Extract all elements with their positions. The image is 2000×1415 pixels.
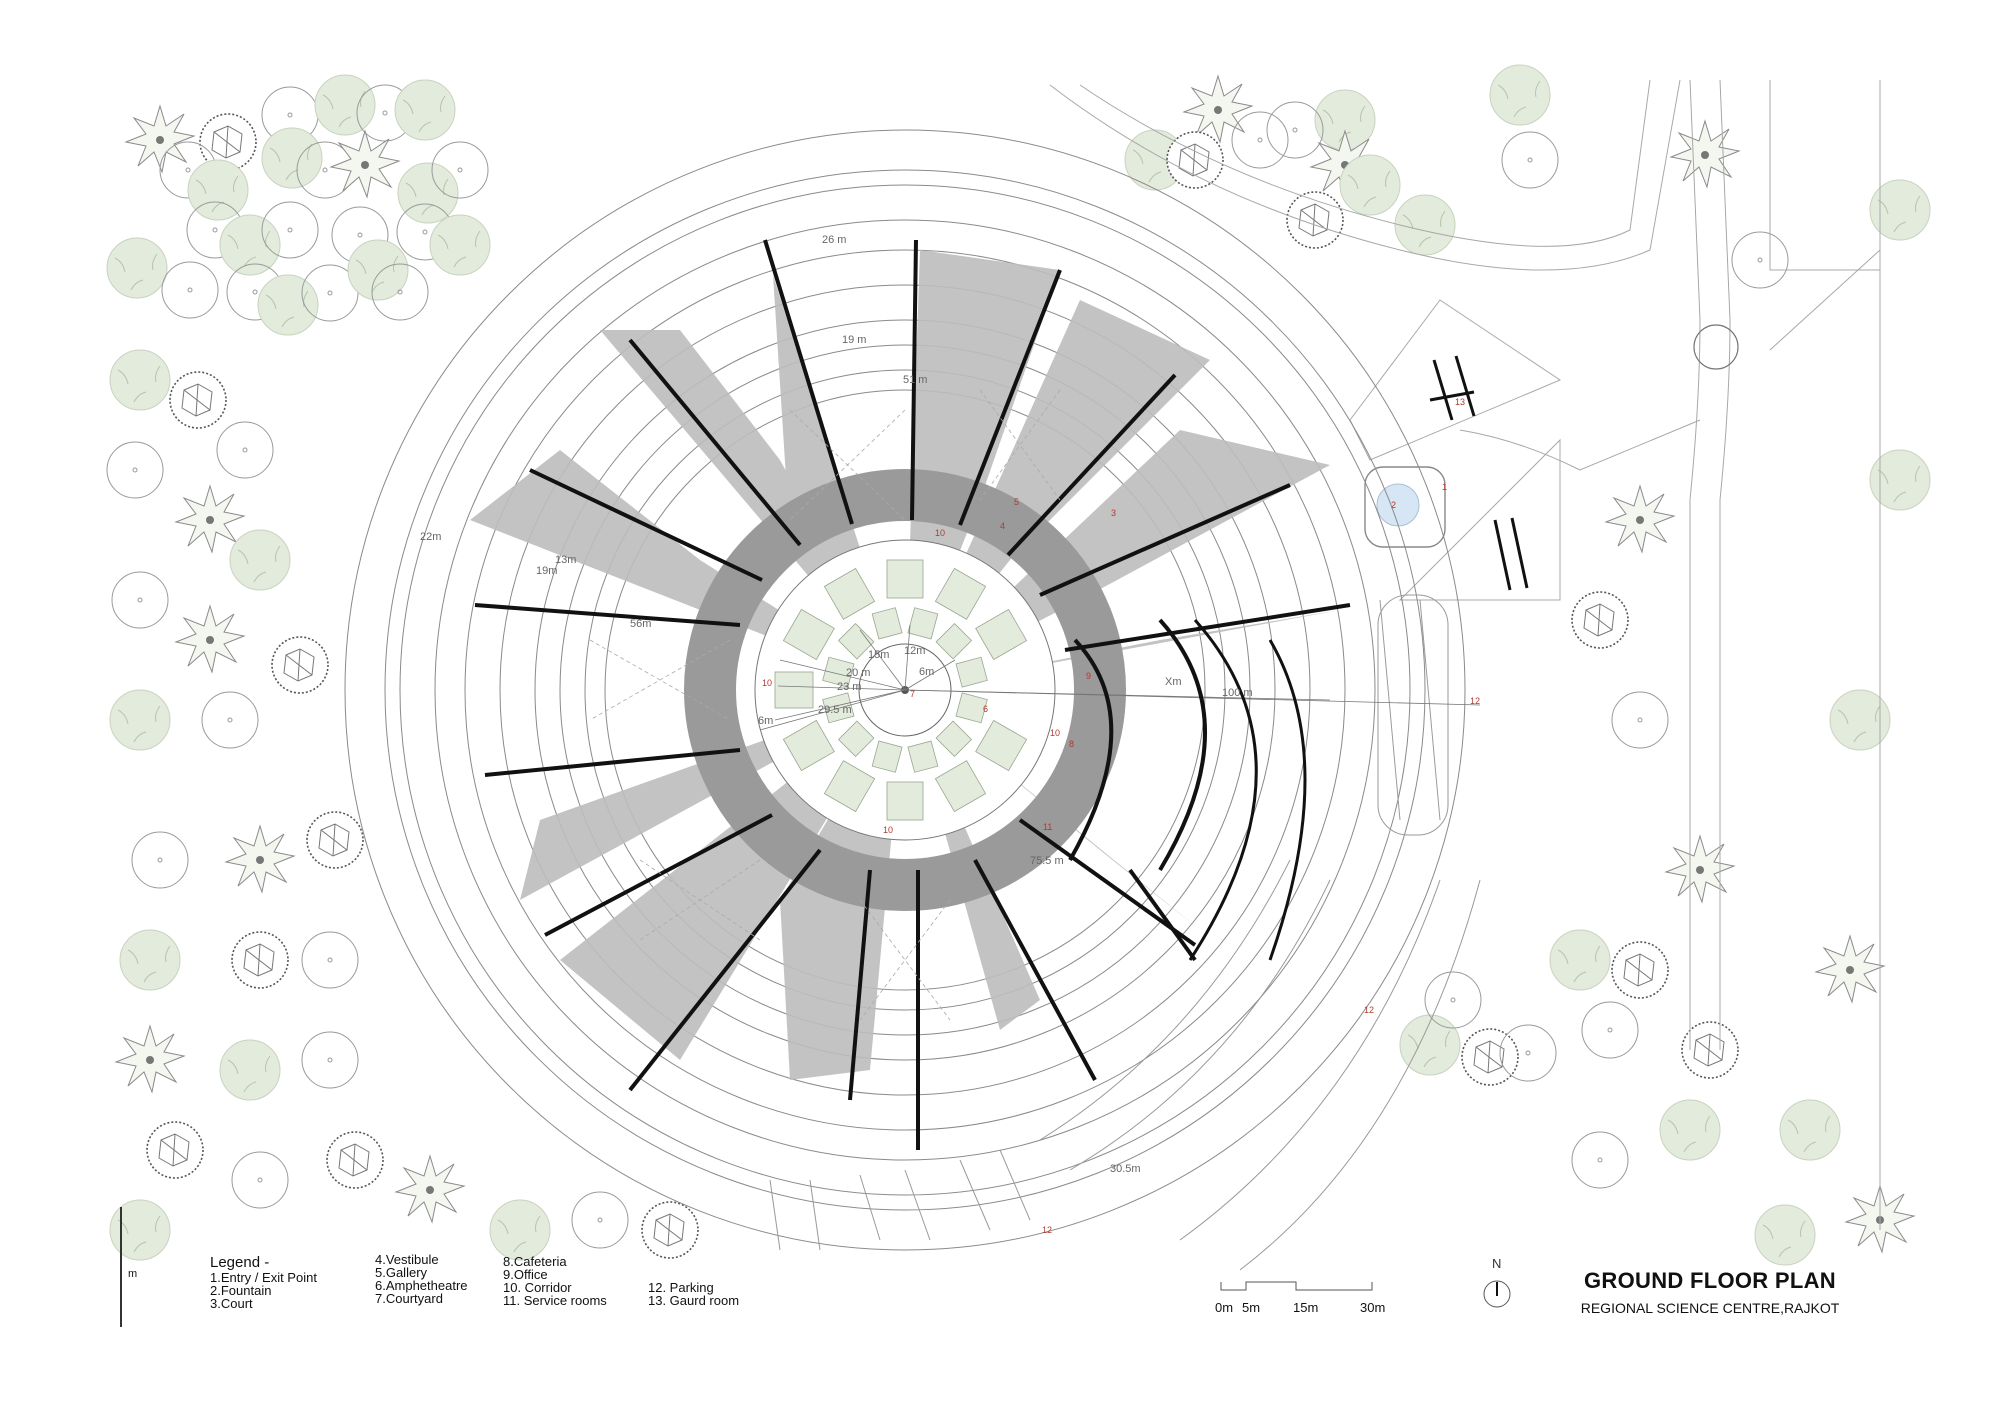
tag-fountain: 2	[1391, 500, 1396, 510]
dimension-22m: 22m	[420, 531, 441, 543]
tag-courtyard: 7	[910, 689, 915, 699]
drawing-subtitle: REGIONAL SCIENCE CENTRE,RAJKOT	[1580, 1300, 1840, 1316]
legend-heading: Legend -	[210, 1254, 270, 1271]
legend-item: 2.Fountain	[210, 1283, 272, 1298]
legend-item: 4.Vestibule	[375, 1252, 439, 1267]
compass-icon	[1483, 1280, 1511, 1308]
dimension-51m: 51 m	[903, 374, 927, 386]
dimension-100m: 100 m	[1222, 687, 1253, 699]
section-marker-line	[120, 1207, 122, 1327]
dimension-19m-top: 19 m	[842, 334, 866, 346]
legend-item: 1.Entry / Exit Point	[210, 1270, 317, 1285]
section-marker-label: m	[128, 1268, 138, 1280]
legend-item: 6.Amphetheatre	[375, 1278, 468, 1293]
tag-office: 9	[1086, 671, 1091, 681]
tag-corridor-right: 10	[1050, 728, 1060, 738]
tag-parking-se: 12	[1364, 1005, 1374, 1015]
tag-cafeteria: 8	[1069, 739, 1074, 749]
drawing-title: GROUND FLOOR PLAN	[1584, 1268, 1836, 1293]
north-label: N	[1492, 1256, 1502, 1271]
radial-walls	[474, 239, 1351, 1150]
scale-label-30: 30m	[1360, 1300, 1386, 1315]
tag-court: 3	[1111, 508, 1116, 518]
title-block: GROUND FLOOR PLAN REGIONAL SCIENCE CENTR…	[1540, 1268, 1880, 1316]
dimension-6m-outer: 6m	[758, 715, 773, 727]
scale-label-5: 5m	[1242, 1300, 1261, 1315]
legend-column-3: 8.Cafeteria 9.Office 10. Corridor 11. Se…	[503, 1255, 607, 1307]
tag-entry: 1	[1442, 482, 1447, 492]
legend-column-1: Legend - 1.Entry / Exit Point 2.Fountain…	[210, 1255, 317, 1310]
tag-parking-south: 12	[1042, 1225, 1052, 1235]
dimension-26m: 26 m	[822, 234, 846, 246]
legend-item: 13. Gaurd room	[648, 1293, 740, 1308]
legend-column-2: 4.Vestibule 5.Gallery 6.Amphetheatre 7.C…	[375, 1253, 468, 1305]
dimension-19m-left: 19m	[536, 565, 557, 577]
east-wing	[1068, 618, 1307, 962]
site-arcs	[344, 129, 1466, 1251]
scale-label-0: 0m	[1215, 1300, 1234, 1315]
parking-bays	[769, 594, 1481, 1271]
legend-item: 5.Gallery	[375, 1265, 428, 1280]
dimension-15m: 15m	[868, 649, 889, 661]
tag-corridor-left: 10	[762, 678, 772, 688]
courtyard-planters	[774, 559, 1028, 821]
dimension-29-5m: 29.5 m	[818, 704, 852, 716]
guard-room-south	[1493, 517, 1529, 591]
dimension-6m-inner: 6m	[919, 666, 934, 678]
north-arrow: N	[1478, 1256, 1518, 1316]
tag-corridor-bottom: 10	[883, 825, 893, 835]
legend-item: 8.Cafeteria	[503, 1254, 567, 1269]
dimension-12m: 12m	[904, 645, 925, 657]
legend-item: 3.Court	[210, 1296, 253, 1311]
tag-gallery: 5	[1014, 497, 1019, 507]
legend: Legend - 1.Entry / Exit Point 2.Fountain…	[120, 1253, 840, 1325]
dimension-13m: 13m	[555, 554, 576, 566]
legend-item: 11. Service rooms	[503, 1293, 607, 1308]
tag-vestibule: 4	[1000, 521, 1005, 531]
dimension-30-5m: 30.5m	[1110, 1163, 1141, 1175]
scale-bar: 0m 5m 15m 30m	[1210, 1278, 1440, 1318]
legend-item: 9.Office	[503, 1267, 548, 1282]
dimension-xm: Xm	[1165, 676, 1182, 688]
corridor-ring	[684, 469, 1126, 911]
tag-service: 11	[1043, 822, 1052, 832]
dimension-20m: 20 m	[846, 667, 870, 679]
dimension-lines	[759, 624, 1481, 731]
dimension-56m: 56m	[630, 618, 651, 630]
tag-parking-east: 12	[1470, 696, 1480, 706]
gallery-rooms	[589, 389, 1061, 1021]
fountain	[1364, 466, 1446, 548]
guard-room-north	[1429, 355, 1476, 421]
tag-guard: 13	[1455, 397, 1465, 407]
dimension-23m: 23 m	[837, 681, 861, 693]
legend-column-4: 12. Parking 13. Gaurd room	[648, 1281, 739, 1307]
legend-item: 12. Parking	[648, 1280, 714, 1295]
tag-corridor-top: 10	[935, 528, 945, 538]
dimension-75-5m: 75.5 m	[1030, 855, 1064, 867]
legend-item: 7.Courtyard	[375, 1291, 443, 1306]
legend-item: 10. Corridor	[503, 1280, 572, 1295]
roundabout-circle	[1693, 324, 1739, 370]
scale-bar-graphic	[1220, 1281, 1373, 1291]
scale-label-15: 15m	[1293, 1300, 1319, 1315]
tag-amphitheatre: 6	[983, 704, 988, 714]
